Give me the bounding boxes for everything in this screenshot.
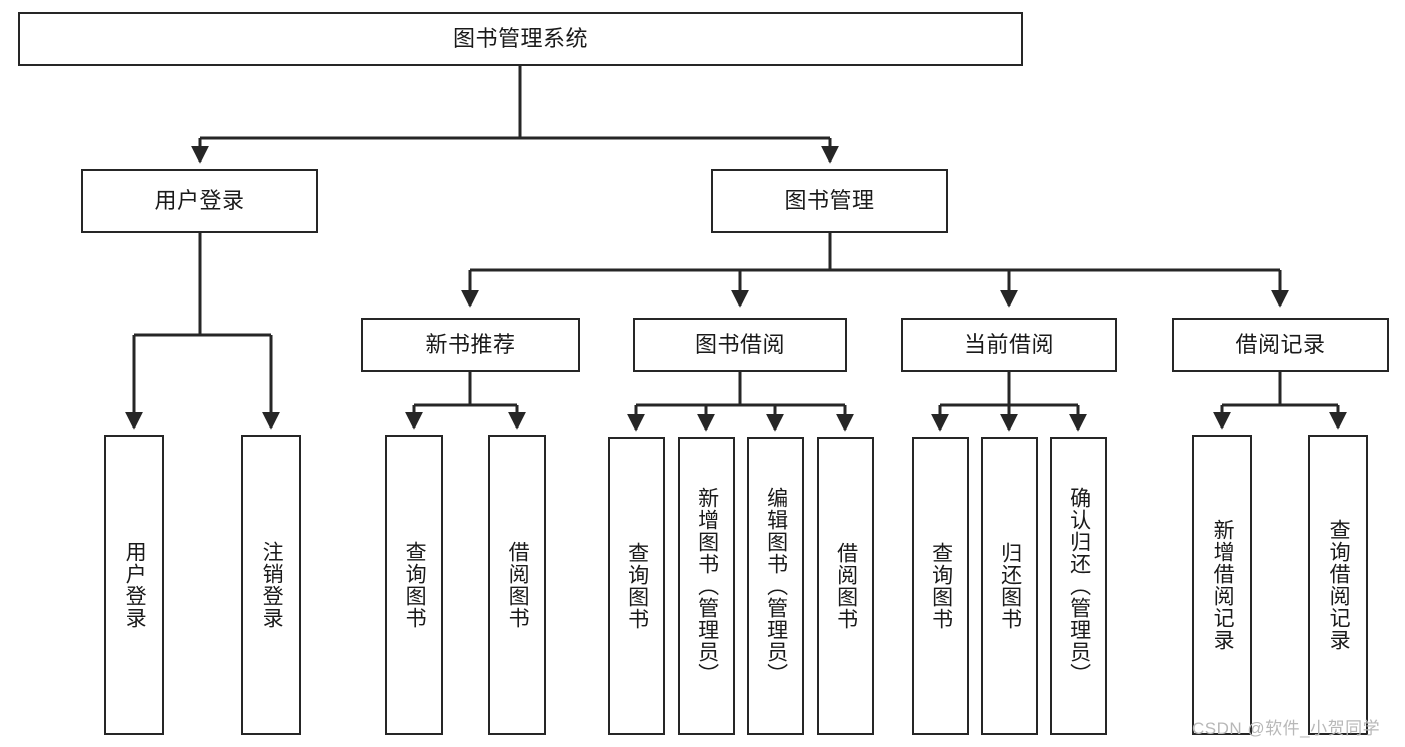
node-book-management[interactable]: 图书管理 bbox=[711, 169, 948, 233]
node-leaf-add-book-admin[interactable]: 新增图书（管理员） bbox=[678, 437, 735, 735]
node-leaf-query-book-1[interactable]: 查询图书 bbox=[385, 435, 443, 735]
node-label: 查询图书 bbox=[403, 541, 427, 629]
node-label: 新增图书（管理员） bbox=[695, 487, 719, 685]
node-label: 借阅图书 bbox=[834, 542, 858, 630]
node-leaf-add-borrow-record[interactable]: 新增借阅记录 bbox=[1192, 435, 1252, 735]
node-label: 确认归还（管理员） bbox=[1067, 487, 1091, 685]
node-label: 借阅图书 bbox=[506, 541, 530, 629]
node-label: 编辑图书（管理员） bbox=[764, 487, 788, 685]
node-label: 图书管理 bbox=[784, 187, 875, 213]
node-book-borrow[interactable]: 图书借阅 bbox=[633, 318, 847, 372]
node-label: 归还图书 bbox=[998, 542, 1022, 630]
node-label: 查询图书 bbox=[929, 542, 953, 630]
node-label: 注销登录 bbox=[260, 541, 284, 629]
node-label: 用户登录 bbox=[123, 541, 147, 629]
node-new-book-recommend[interactable]: 新书推荐 bbox=[361, 318, 580, 372]
node-leaf-logout-login[interactable]: 注销登录 bbox=[241, 435, 301, 735]
node-label: 当前借阅 bbox=[963, 331, 1054, 357]
node-label: 查询图书 bbox=[625, 542, 649, 630]
node-label: 图书借阅 bbox=[694, 331, 785, 357]
node-root-system[interactable]: 图书管理系统 bbox=[18, 12, 1023, 66]
node-leaf-return-book[interactable]: 归还图书 bbox=[981, 437, 1038, 735]
node-label: 借阅记录 bbox=[1235, 331, 1326, 357]
node-label: 图书管理系统 bbox=[452, 25, 588, 51]
node-leaf-query-book-3[interactable]: 查询图书 bbox=[912, 437, 969, 735]
node-leaf-edit-book-admin[interactable]: 编辑图书（管理员） bbox=[747, 437, 804, 735]
node-label: 用户登录 bbox=[154, 187, 245, 213]
node-leaf-borrow-book-1[interactable]: 借阅图书 bbox=[488, 435, 546, 735]
node-leaf-query-book-2[interactable]: 查询图书 bbox=[608, 437, 665, 735]
node-borrow-record[interactable]: 借阅记录 bbox=[1172, 318, 1389, 372]
node-label: 新书推荐 bbox=[425, 331, 516, 357]
node-label: 新增借阅记录 bbox=[1211, 519, 1235, 651]
node-current-borrow[interactable]: 当前借阅 bbox=[901, 318, 1117, 372]
node-label: 查询借阅记录 bbox=[1327, 519, 1351, 651]
node-user-login[interactable]: 用户登录 bbox=[81, 169, 318, 233]
node-leaf-user-login[interactable]: 用户登录 bbox=[104, 435, 164, 735]
node-leaf-borrow-book-2[interactable]: 借阅图书 bbox=[817, 437, 874, 735]
node-leaf-confirm-return-admin[interactable]: 确认归还（管理员） bbox=[1050, 437, 1107, 735]
node-leaf-query-borrow-record[interactable]: 查询借阅记录 bbox=[1308, 435, 1368, 735]
